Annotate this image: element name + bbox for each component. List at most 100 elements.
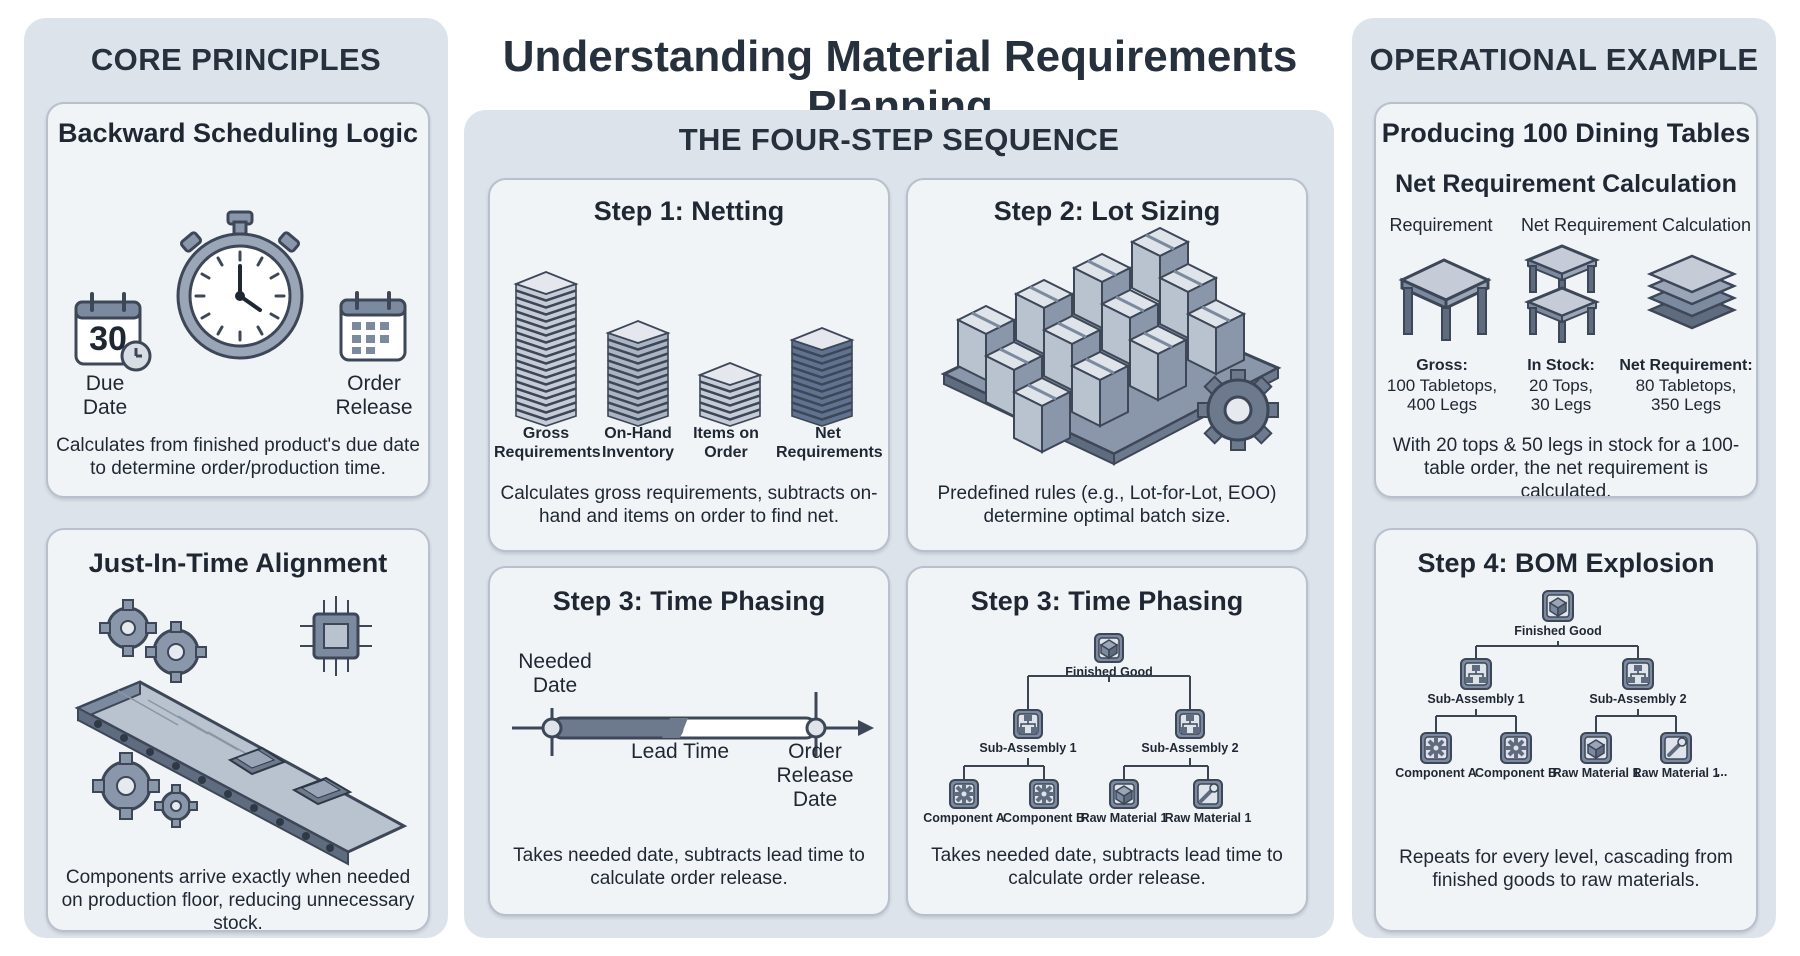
lot-sizing-card: Step 2: Lot Sizing Predefined rules (e.g… bbox=[906, 178, 1308, 552]
time-phasing-tree-desc: Takes needed date, subtracts lead time t… bbox=[931, 845, 1283, 889]
backward-scheduling-title: Backward Scheduling Logic bbox=[57, 118, 419, 148]
on-hand-inventory-label: On-Hand Inventory bbox=[601, 425, 674, 461]
time-phasing-card: Step 3: Time Phasing Needed Date Lead Ti… bbox=[488, 566, 890, 916]
calendar-icon bbox=[74, 292, 152, 372]
box-icon bbox=[1580, 732, 1612, 764]
tree-connector bbox=[1475, 641, 1639, 659]
stacked-tabletops-icon bbox=[1646, 254, 1738, 330]
gross-requirements-label: Gross Requirements bbox=[494, 425, 601, 461]
wrench-icon bbox=[1193, 779, 1223, 809]
jit-alignment-card: Just-In-Time Alignment bbox=[46, 528, 430, 932]
pallet-boxes-illustration bbox=[940, 226, 1282, 466]
tree-leaf-label: Raw Material 1 bbox=[1165, 811, 1252, 825]
bom-explosion-title: Step 4: BOM Explosion bbox=[1417, 548, 1715, 578]
calendar-day-number: 30 bbox=[89, 320, 127, 358]
gross-heading: Gross: bbox=[1416, 357, 1468, 374]
netting-card: Step 1: Netting Gross Requirements On-Ha… bbox=[488, 178, 890, 552]
dining-tables-card: Producing 100 Dining Tables Net Requirem… bbox=[1374, 102, 1758, 498]
pallet-boxes bbox=[940, 226, 1282, 466]
cargo-box bbox=[1127, 324, 1189, 402]
tree-root-label: Finished Good bbox=[1514, 624, 1602, 638]
conveyor-belt-illustration bbox=[74, 596, 408, 866]
page-title: Understanding Material Requirements Plan… bbox=[502, 32, 1298, 131]
gross-stack bbox=[513, 271, 579, 427]
tree-leaf-label: Raw Material 1 bbox=[1633, 766, 1720, 780]
net-requirement-heading: Net Requirement: bbox=[1619, 357, 1753, 374]
calendar-grid-icon bbox=[339, 291, 407, 362]
cube-icon bbox=[1094, 633, 1124, 663]
hierarchy-icon bbox=[1460, 658, 1492, 690]
bom-explosion-desc: Repeats for every level, cascading from … bbox=[1399, 847, 1733, 891]
time-phasing-tree-title: Step 3: Time Phasing bbox=[970, 586, 1244, 616]
time-phasing-desc: Takes needed date, subtracts lead time t… bbox=[513, 845, 865, 889]
dining-table-icon bbox=[1398, 258, 1492, 341]
hierarchy-icon bbox=[1622, 658, 1654, 690]
box-icon bbox=[1109, 779, 1139, 809]
operational-example-column: OPERATIONAL EXAMPLE Producing 100 Dining… bbox=[1352, 18, 1776, 938]
on-order-stack bbox=[697, 362, 763, 427]
lot-sizing-title: Step 2: Lot Sizing bbox=[993, 196, 1221, 226]
in-stock-values: 20 Tops, 30 Legs bbox=[1529, 376, 1593, 414]
bom-ellipsis: ... bbox=[1716, 764, 1728, 779]
jit-alignment-desc: Components arrive exactly when needed on… bbox=[61, 867, 415, 932]
due-date-label: Due Date bbox=[82, 372, 128, 419]
gear-icon bbox=[1029, 779, 1059, 809]
tree-leaf-label: Component B bbox=[1003, 811, 1085, 825]
jit-alignment-title: Just-In-Time Alignment bbox=[88, 548, 388, 578]
tree-leaf-label: Component B bbox=[1475, 766, 1557, 780]
lead-time-timeline bbox=[512, 692, 874, 756]
tree-sub-label: Sub-Assembly 1 bbox=[1427, 692, 1524, 706]
stopwatch-icon bbox=[176, 210, 304, 360]
order-release-label: Order Release bbox=[335, 372, 413, 419]
time-phasing-title: Step 3: Time Phasing bbox=[552, 586, 826, 616]
tree-connector bbox=[1435, 709, 1517, 733]
wrench-icon bbox=[1660, 732, 1692, 764]
net-stack bbox=[789, 327, 855, 427]
gear-icon bbox=[1500, 732, 1532, 764]
four-step-sequence-column: THE FOUR-STEP SEQUENCE Step 1: Netting G… bbox=[464, 110, 1334, 938]
needed-date-label: Needed Date bbox=[518, 650, 592, 697]
netting-title: Step 1: Netting bbox=[593, 196, 785, 226]
tree-leaf-label: Raw Material 1 bbox=[1553, 766, 1640, 780]
core-principles-title: CORE PRINCIPLES bbox=[90, 42, 382, 77]
requirement-column-label: Requirement bbox=[1389, 215, 1493, 235]
dining-tables-title: Producing 100 Dining Tables bbox=[1381, 118, 1751, 148]
tree-leaf-label: Component A bbox=[923, 811, 1004, 825]
dining-tables-desc: With 20 tops & 50 legs in stock for a 10… bbox=[1392, 435, 1740, 498]
tree-connector bbox=[1595, 709, 1677, 733]
tree-leaf-label: Raw Material 1 bbox=[1081, 811, 1168, 825]
backward-scheduling-desc: Calculates from finished product's due d… bbox=[56, 435, 420, 479]
cargo-box bbox=[1069, 350, 1131, 428]
net-requirements-label: Net Requirements bbox=[776, 425, 883, 461]
cube-icon bbox=[1542, 590, 1574, 622]
tree-sub-label: Sub-Assembly 2 bbox=[1589, 692, 1686, 706]
backward-scheduling-card: Backward Scheduling Logic 30 bbox=[46, 102, 430, 498]
on-hand-stack bbox=[605, 320, 671, 427]
net-requirement-subtitle: Net Requirement Calculation bbox=[1395, 170, 1737, 198]
gross-values: 100 Tabletops, 400 Legs bbox=[1386, 376, 1498, 414]
tree-connector bbox=[1027, 675, 1191, 710]
core-principles-column: CORE PRINCIPLES Backward Scheduling Logi… bbox=[24, 18, 448, 938]
items-on-order-label: Items on Order bbox=[693, 425, 759, 461]
operational-example-title: OPERATIONAL EXAMPLE bbox=[1369, 42, 1759, 77]
net-requirement-values: 80 Tabletops, 350 Legs bbox=[1635, 376, 1737, 414]
inventory-stacks-illustration bbox=[513, 271, 855, 427]
four-step-sequence-title: THE FOUR-STEP SEQUENCE bbox=[678, 122, 1120, 157]
netting-desc: Calculates gross requirements, subtracts… bbox=[500, 483, 878, 527]
gear-icon bbox=[1420, 732, 1452, 764]
tree-connector bbox=[963, 758, 1045, 780]
lead-time-label: Lead Time bbox=[630, 740, 730, 763]
order-release-date-label: Order Release Date bbox=[776, 740, 854, 811]
lot-sizing-desc: Predefined rules (e.g., Lot-for-Lot, EOO… bbox=[937, 483, 1277, 527]
tree-sub-label: Sub-Assembly 2 bbox=[1141, 741, 1238, 755]
net-calc-column-label: Net Requirement Calculation bbox=[1520, 215, 1752, 235]
in-stock-heading: In Stock: bbox=[1527, 357, 1595, 374]
cargo-box bbox=[1011, 376, 1073, 454]
gear-icon bbox=[949, 779, 979, 809]
cargo-box bbox=[1185, 298, 1247, 376]
tree-leaf-label: Component A bbox=[1395, 766, 1476, 780]
